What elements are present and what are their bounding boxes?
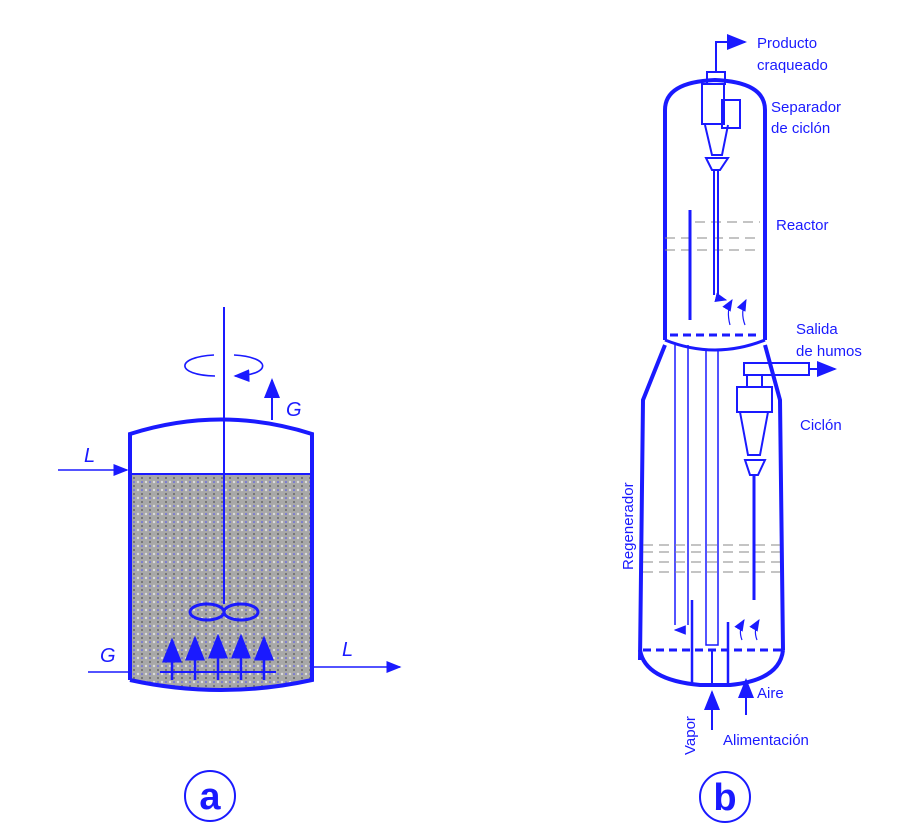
badge-a: a <box>184 770 236 822</box>
label-product-2: craqueado <box>757 57 828 74</box>
label-flue: Salida <box>796 321 838 338</box>
stirred-tank-reactor: G L G L a <box>58 307 402 822</box>
impeller-icon <box>188 602 260 622</box>
label-feed: Alimentación <box>723 732 809 749</box>
label-regenerator: Regenerador <box>620 482 637 570</box>
svg-text:a: a <box>199 776 221 818</box>
label-separator: Separador <box>771 99 841 116</box>
fcc-unit <box>638 34 837 730</box>
reactor-vessel <box>663 77 767 340</box>
label-liquid-out: L <box>342 639 353 661</box>
rotation-arrow-icon <box>184 354 264 376</box>
label-flue-2: de humos <box>796 343 862 360</box>
label-gas-in: G <box>100 645 116 667</box>
badge-b: b <box>699 771 751 823</box>
label-air: Aire <box>757 685 784 702</box>
label-cyclone: Ciclón <box>800 417 842 434</box>
svg-text:b: b <box>713 777 736 819</box>
label-reactor: Reactor <box>776 217 829 234</box>
regenerator-bottom <box>638 649 785 687</box>
liquid-fill <box>130 474 312 689</box>
label-liquid-in: L <box>84 445 95 467</box>
fcc-labels: Producto craqueado Separador de ciclón R… <box>620 35 862 823</box>
label-product: Producto <box>757 35 817 52</box>
tank-wall <box>128 417 314 692</box>
label-separator-2: de ciclón <box>771 120 830 137</box>
label-steam: Vapor <box>682 716 699 755</box>
label-gas-out: G <box>286 399 302 421</box>
